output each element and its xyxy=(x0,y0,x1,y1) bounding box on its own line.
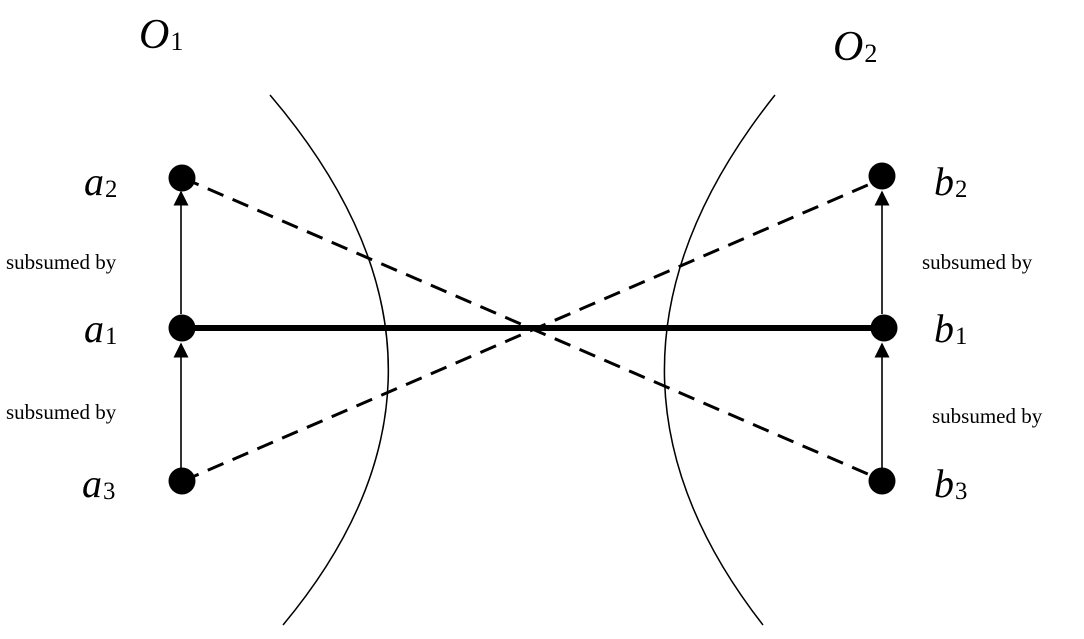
ontology-index: 1 xyxy=(170,27,184,57)
node-b1 xyxy=(870,314,898,342)
ontology-label-o1: O1 xyxy=(139,14,183,56)
node-index: 3 xyxy=(955,477,968,505)
node-letter: a xyxy=(82,461,102,506)
node-letter: b xyxy=(934,306,954,351)
relation-label-left-upper: subsumed by xyxy=(6,250,117,274)
node-letter: a xyxy=(84,159,104,204)
node-label-b1: b1 xyxy=(934,309,967,349)
node-label-a2: a2 xyxy=(84,162,117,202)
relation-label-right-upper: subsumed by xyxy=(922,250,1033,274)
node-index: 1 xyxy=(955,322,968,350)
ontology-letter: O xyxy=(833,24,864,70)
node-label-a1: a1 xyxy=(84,309,117,349)
node-b3 xyxy=(868,467,896,495)
node-b2 xyxy=(868,162,896,190)
ontology-label-o2: O2 xyxy=(833,26,877,68)
node-index: 3 xyxy=(103,477,116,505)
relation-label-right-lower: subsumed by xyxy=(932,404,1043,428)
node-a3 xyxy=(168,467,196,495)
node-index: 2 xyxy=(955,175,968,203)
node-letter: b xyxy=(934,461,954,506)
relation-label-left-lower: subsumed by xyxy=(6,400,117,424)
node-label-a3: a3 xyxy=(82,464,115,504)
node-a1 xyxy=(168,314,196,342)
ontology-index: 2 xyxy=(864,39,878,69)
node-letter: b xyxy=(934,159,954,204)
mapping-dashed-a3-b2 xyxy=(182,176,885,483)
node-label-b2: b2 xyxy=(934,162,967,202)
ontology-letter: O xyxy=(139,12,170,58)
node-a2 xyxy=(168,164,196,192)
node-index: 2 xyxy=(105,175,118,203)
node-index: 1 xyxy=(105,322,118,350)
ontology-boundary-right xyxy=(663,94,776,626)
node-label-b3: b3 xyxy=(934,464,967,504)
ontology-boundary-left xyxy=(269,94,389,626)
node-letter: a xyxy=(84,306,104,351)
